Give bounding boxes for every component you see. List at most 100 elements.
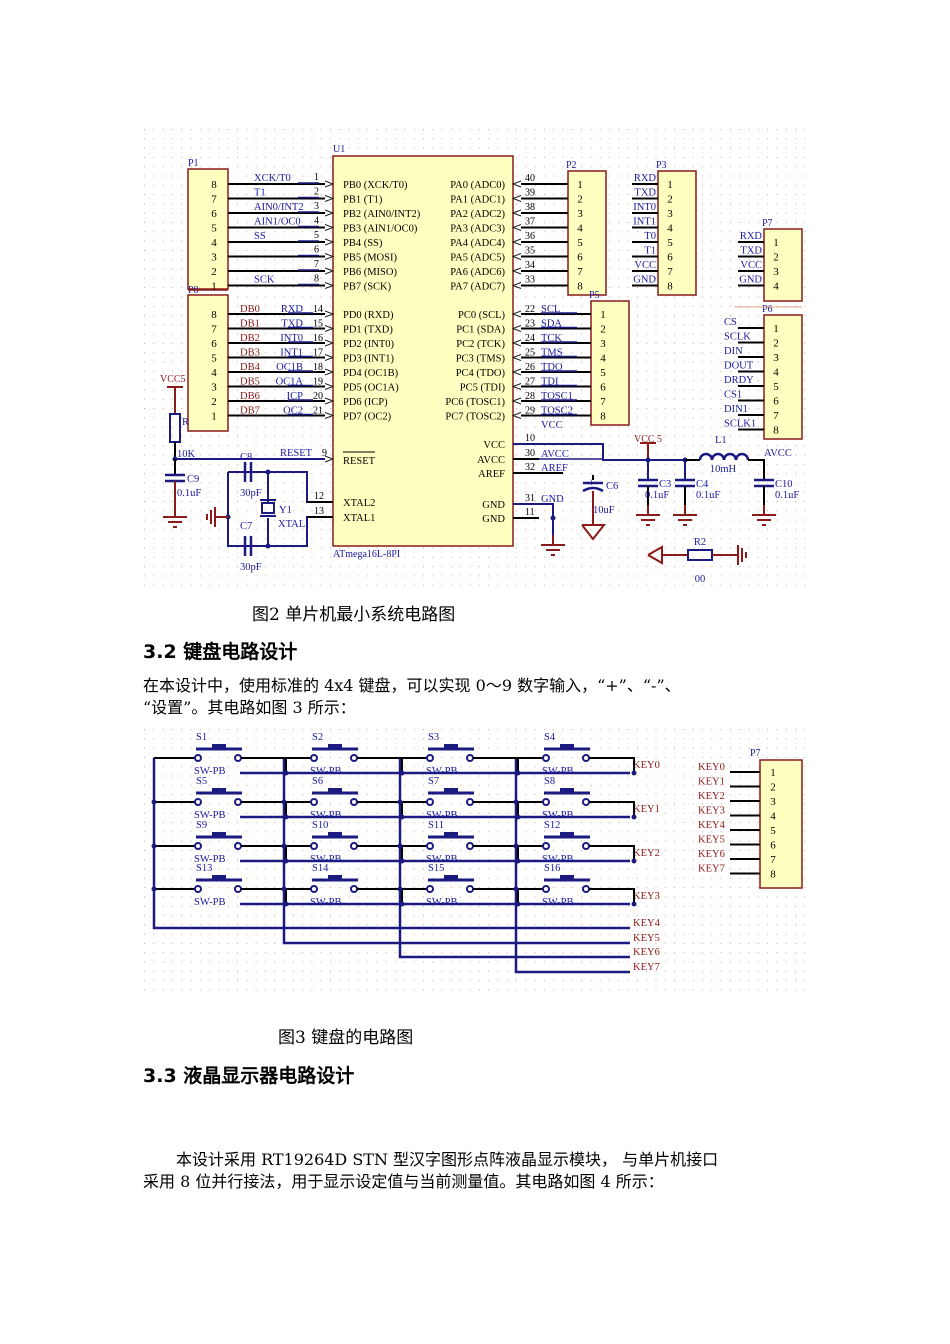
net-label: T1	[254, 188, 266, 199]
junction-dot	[281, 886, 287, 892]
switch-wire	[357, 757, 403, 773]
avcc-out-wire	[748, 459, 765, 480]
pin-io-marker	[324, 455, 335, 463]
c7-ref: C7	[240, 521, 252, 532]
l1-value: 10mH	[710, 464, 737, 475]
pin-number: 8	[314, 274, 319, 285]
switch-button-cap	[328, 875, 342, 880]
keyboard-p7-pin-num: 1	[770, 767, 776, 779]
net-label: RXD	[281, 304, 304, 315]
junction-dot	[265, 469, 271, 475]
p7-net-label: GND	[739, 275, 762, 286]
p8-pin-num: 7	[211, 324, 217, 336]
p6-net-label: SCLK	[724, 332, 751, 343]
u1-pin-name: PD4 (OC1B)	[343, 368, 399, 379]
switch-wire	[241, 888, 287, 904]
column-bus-wire	[282, 758, 630, 945]
switch-ref: S10	[312, 820, 328, 831]
p6-ref: P6	[762, 304, 773, 315]
u1-pin-name: PA6 (ADC6)	[450, 267, 505, 278]
p3-ref: P3	[656, 160, 667, 171]
db-net-label: DB1	[240, 319, 260, 330]
switch-button-cap	[212, 832, 226, 837]
pin-io-marker	[511, 267, 522, 275]
p5-pin-num: 2	[600, 324, 606, 336]
pin-io-marker	[324, 253, 335, 260]
u1-pin-name: XTAL2	[343, 498, 375, 509]
u1-pin-name: PD6 (ICP)	[343, 397, 388, 408]
switch-button-cap	[560, 875, 574, 880]
pin-number: 31	[525, 493, 535, 504]
junction-dot	[515, 901, 521, 907]
c3-value: 0.1uF	[645, 490, 669, 501]
db-net-label: DB7	[240, 406, 260, 417]
keyboard-p7-net-label: KEY5	[698, 835, 725, 846]
junction-dot	[283, 770, 289, 776]
switch-type-label: SW-PB	[426, 854, 458, 865]
switch-contact	[350, 798, 358, 806]
p1-pin-num: 6	[211, 208, 217, 220]
pin-io-marker	[511, 224, 522, 231]
p7-pin-num: 1	[773, 237, 779, 249]
keyboard-p7-pin-num: 8	[770, 869, 776, 881]
net-label: SS	[254, 231, 266, 242]
y1-value: XTAL	[278, 519, 305, 530]
vcc5-reset-label: VCC5	[160, 374, 186, 385]
keyboard-p7-pin-num: 3	[770, 796, 776, 808]
c7-value: 30pF	[240, 562, 262, 573]
c6-value: 10uF	[593, 505, 615, 516]
junction-dot	[397, 799, 403, 805]
pin-number: 1	[314, 172, 319, 183]
p3-pin-num: 6	[667, 252, 673, 264]
db-net-label: DB6	[240, 391, 260, 402]
net-label: TDI	[541, 377, 559, 388]
switch-ref: S16	[544, 863, 560, 874]
c10-value: 0.1uF	[775, 490, 799, 501]
u1-body	[332, 155, 514, 547]
switch-contact	[426, 842, 434, 850]
switch-contact	[234, 842, 242, 850]
pin-number: 36	[525, 231, 535, 242]
switch-contact	[582, 754, 590, 762]
switch-type-label: SW-PB	[542, 897, 574, 908]
figure-2-caption: 图2 单片机最小系统电路图	[252, 605, 456, 625]
y1-ref: Y1	[279, 505, 292, 516]
switch-contact	[542, 842, 550, 850]
pin-io-marker	[511, 412, 522, 419]
pin-io-marker	[511, 310, 522, 318]
p3-pin-num: 2	[667, 194, 673, 206]
net-label: TOSC1	[541, 391, 573, 402]
switch-contact	[426, 754, 434, 762]
pin-number: 37	[525, 217, 535, 228]
pin-io-marker	[324, 238, 335, 246]
p2-ref: P2	[566, 160, 577, 171]
p1-pin-num: 3	[211, 252, 217, 264]
pin-number: 38	[525, 202, 535, 213]
switch-wire	[473, 845, 519, 861]
net-label: OC1A	[276, 377, 304, 388]
u1-pin-name: PC3 (TMS)	[456, 354, 506, 365]
switch-button-cap	[212, 744, 226, 749]
pin-io-marker	[324, 209, 335, 217]
p8-pin-num: 8	[211, 309, 217, 321]
u1-pin-name: PD0 (RXD)	[343, 310, 394, 321]
row-net-label: KEY2	[633, 848, 660, 859]
db-net-label: DB2	[240, 333, 260, 344]
column-net-label: KEY4	[633, 918, 661, 929]
reset-resistor	[169, 413, 181, 443]
column-net-label: KEY5	[633, 933, 660, 944]
u1-pin-name: VCC	[483, 440, 505, 451]
p5-pin-num: 8	[600, 411, 606, 423]
p6-pin-num: 3	[773, 352, 779, 364]
p7-pin-num: 2	[773, 252, 779, 264]
p6-pin-num: 1	[773, 323, 779, 335]
p6-pin-num: 4	[773, 367, 779, 379]
c6-plate-curved	[582, 486, 604, 493]
junction-dot	[151, 843, 157, 849]
pin-io-marker	[324, 282, 335, 289]
column-net-label: KEY6	[633, 947, 660, 958]
junction-dot	[631, 814, 637, 820]
switch-ref: S8	[544, 776, 555, 787]
switch-contact	[310, 842, 318, 850]
pin-number: 25	[525, 348, 535, 359]
